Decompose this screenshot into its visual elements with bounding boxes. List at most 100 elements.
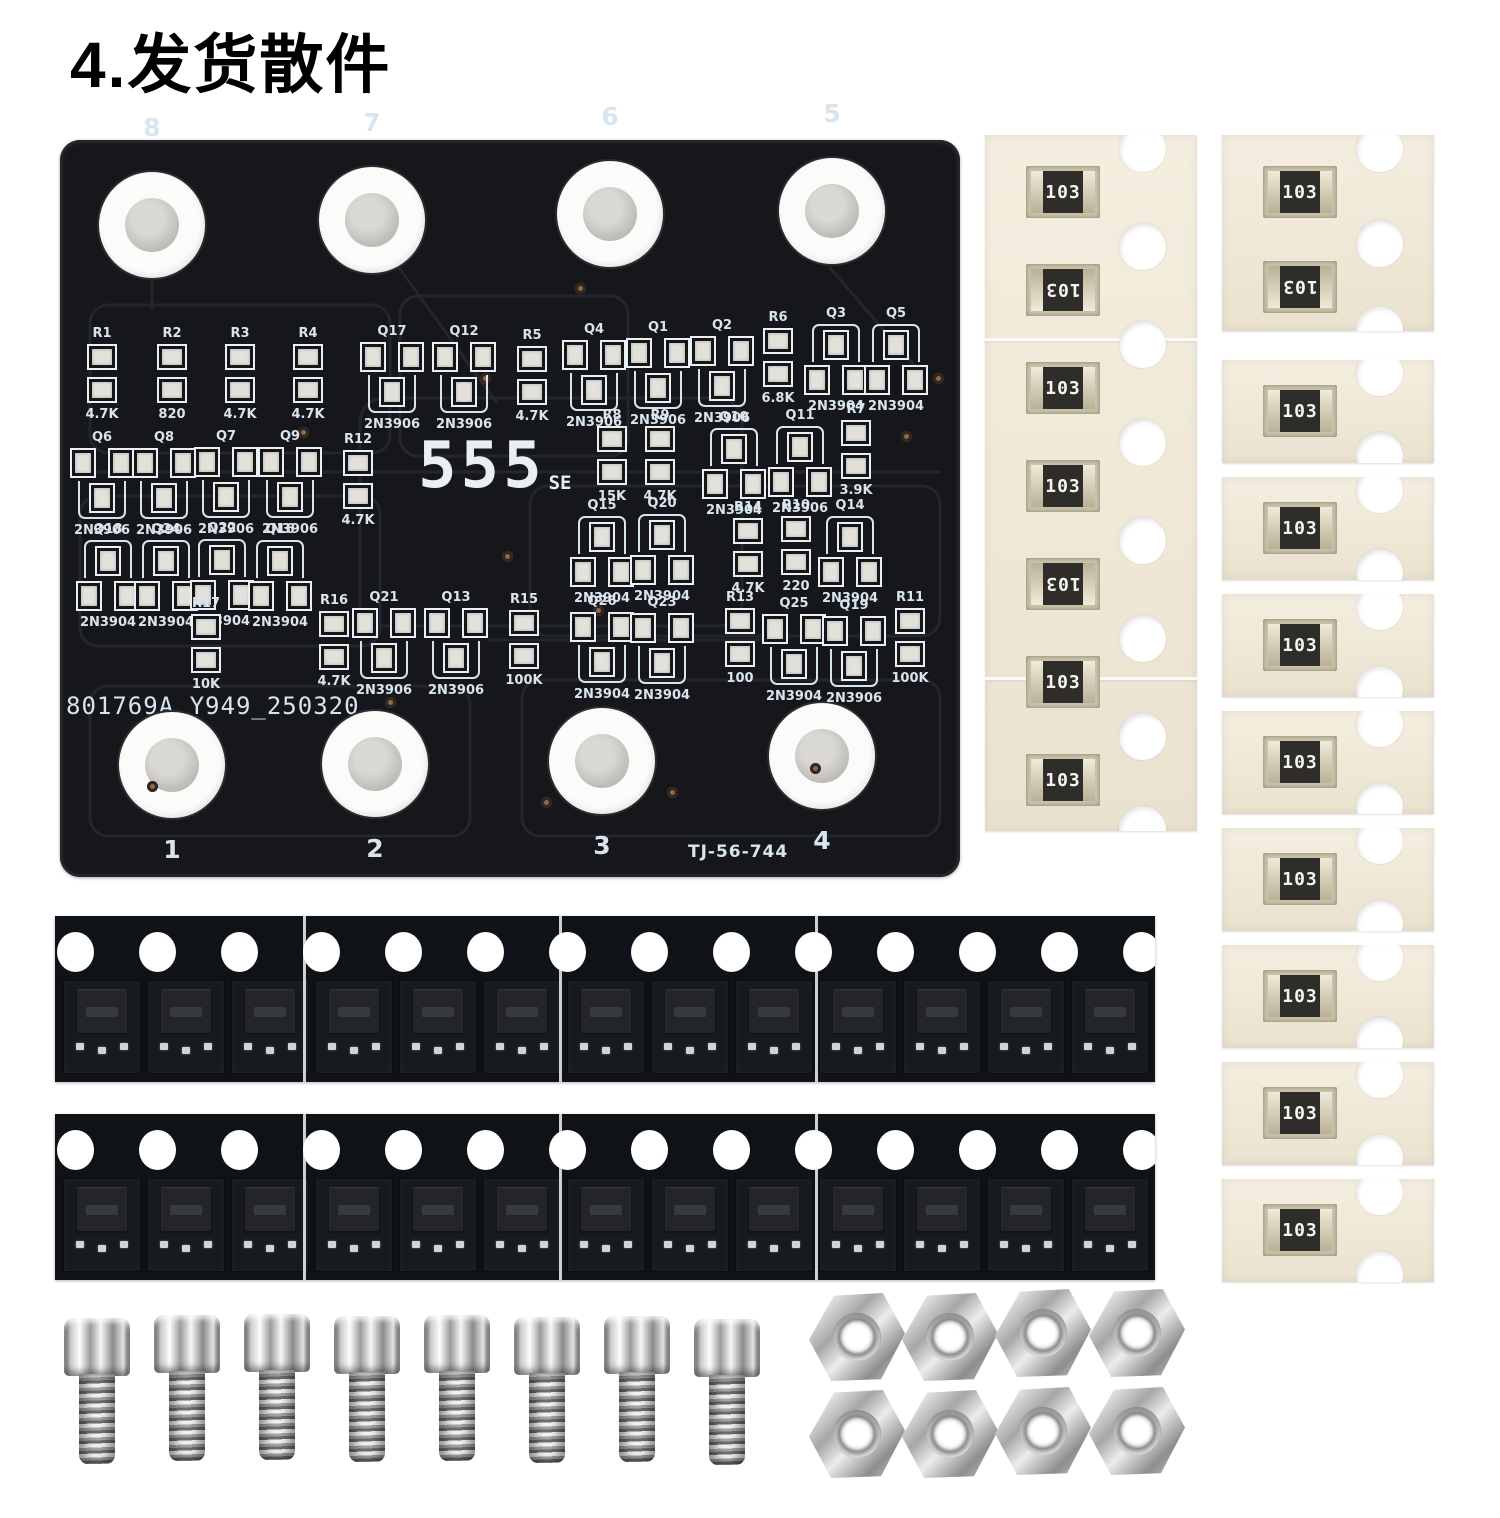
pad-pair: [424, 608, 488, 638]
silkscreen-value: 100: [726, 671, 754, 686]
sprocket-hole: [1356, 1017, 1403, 1048]
solder-pad: [343, 450, 373, 476]
pad-pair: [768, 467, 832, 497]
pad-copper: [809, 370, 825, 390]
pad-copper: [805, 619, 821, 639]
pad-copper: [869, 370, 885, 390]
transistor-lead: [876, 1241, 884, 1248]
pad-copper: [738, 556, 758, 572]
transistor-lead: [748, 1241, 756, 1248]
pad-copper: [786, 554, 806, 570]
pad-copper: [522, 351, 542, 367]
solder-pad: [806, 467, 832, 497]
silkscreen-value: 4.7K: [223, 407, 257, 422]
resistor-body: 103: [1043, 563, 1083, 605]
transistor-marking: [590, 1205, 622, 1216]
socket-cap-screw: [422, 1315, 492, 1461]
nut-threaded-hole: [1113, 1309, 1161, 1357]
transistor-lead: [496, 1043, 504, 1050]
sot23-transistor: [917, 989, 967, 1033]
mounting-hole: [557, 161, 663, 267]
silkscreen-bracket: [570, 373, 618, 411]
transistor-lead: [960, 1241, 968, 1248]
transistor-marking: [254, 1007, 286, 1018]
solder-pad: [841, 651, 867, 681]
pad-copper: [158, 551, 174, 571]
sprocket-hole: [1123, 932, 1155, 972]
transistor-marking: [506, 1007, 538, 1018]
solder-pad: [89, 483, 115, 513]
via-hole: [667, 787, 678, 798]
solder-pad: [733, 551, 763, 577]
smd-resistor: 103: [1263, 166, 1337, 218]
pad-copper: [786, 654, 802, 674]
transistor-marking: [422, 1007, 454, 1018]
pad-copper: [324, 616, 344, 632]
sprocket-hole: [1041, 932, 1078, 972]
sprocket-hole: [1356, 828, 1403, 864]
pad-column: [763, 328, 793, 387]
solder-pad: [191, 647, 221, 673]
resistor-end-cap: [1083, 367, 1095, 409]
pad-copper: [348, 455, 368, 471]
solder-pad: [630, 555, 656, 585]
resistor-body: 103: [1043, 465, 1083, 507]
pad-copper: [811, 472, 827, 492]
solder-pad: [895, 608, 925, 634]
silkscreen-value: 2N3906: [135, 523, 193, 538]
pad-pair: [864, 365, 928, 395]
pad-copper: [605, 345, 621, 365]
solder-pad: [721, 434, 747, 464]
pad-pair: [248, 581, 312, 611]
solder-pad: [589, 522, 615, 552]
transistor-marking: [926, 1205, 958, 1216]
transistor-lead: [748, 1043, 756, 1050]
resistor-chip: 103: [1031, 171, 1095, 213]
smd-resistor: 103: [1263, 502, 1337, 554]
resistor-end-cap: [1320, 266, 1332, 308]
smd-resistor: 103: [1026, 656, 1100, 708]
resistor-tape-segment: 103: [1222, 945, 1434, 1048]
silkscreen-value: 2N3904: [705, 503, 763, 518]
pad-copper: [196, 652, 216, 668]
pad-copper: [429, 613, 445, 633]
silkscreen-ref: R4: [298, 326, 318, 341]
silkscreen-ref: R11: [895, 590, 925, 605]
silkscreen-ref: Q12: [449, 324, 479, 339]
sprocket-hole: [1119, 135, 1166, 172]
pad-column: [733, 518, 763, 577]
solder-pad: [517, 346, 547, 372]
transistor-lead: [938, 1245, 946, 1252]
transistor-marking: [758, 1007, 790, 1018]
resistor-end-cap: [1083, 759, 1095, 801]
transistor-pocket: [147, 980, 225, 1074]
pad-copper: [745, 474, 761, 494]
solder-pad: [443, 643, 469, 673]
solder-pad: [589, 647, 615, 677]
solder-pad: [645, 459, 675, 485]
sprocket-hole: [1119, 419, 1166, 466]
solder-pad: [823, 330, 849, 360]
screw-head: [604, 1316, 670, 1374]
silkscreen-value: 4.7K: [731, 581, 765, 596]
silkscreen-value: 2N3906: [629, 413, 687, 428]
solder-pad: [740, 469, 766, 499]
silkscreen-bracket: [432, 641, 480, 679]
solder-pad: [570, 612, 596, 642]
pad-copper: [291, 586, 307, 606]
sprocket-hole: [1356, 360, 1403, 396]
pad-copper: [196, 619, 216, 635]
pad-copper: [575, 617, 591, 637]
